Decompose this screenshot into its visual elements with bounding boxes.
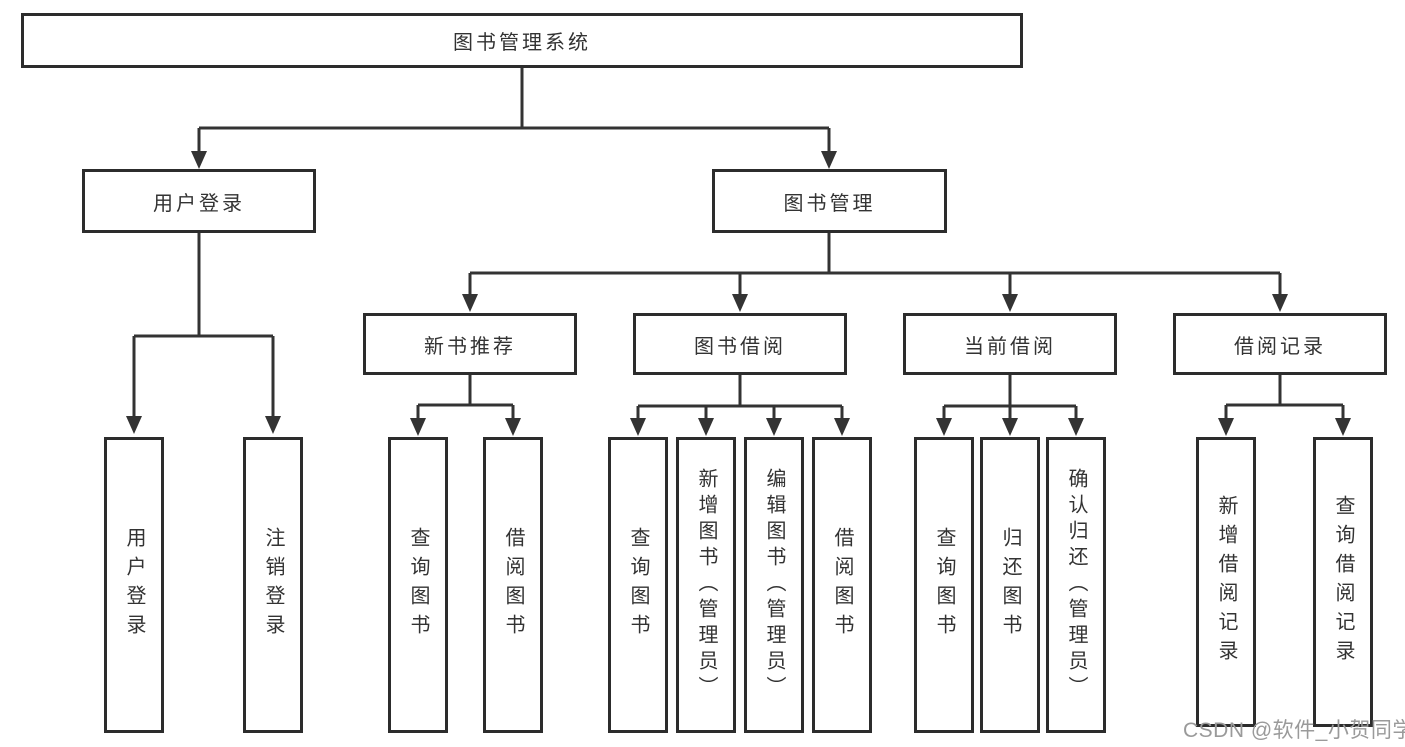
leaf-query-books-borrowing-label: 查询图书	[627, 527, 649, 643]
leaf-query-borrow-record-label: 查询借阅记录	[1332, 495, 1354, 669]
node-new-book-recommend-label: 新书推荐	[424, 335, 516, 358]
leaf-borrow-books-borrowing: 借阅图书	[812, 437, 872, 733]
leaf-query-books-recommend: 查询图书	[388, 437, 448, 733]
leaf-borrow-books-recommend: 借阅图书	[483, 437, 543, 733]
leaf-query-books-current: 查询图书	[914, 437, 974, 733]
leaf-borrow-books-borrowing-label: 借阅图书	[831, 527, 853, 643]
leaf-edit-books-admin-label: 编辑图书（管理员）	[763, 468, 785, 702]
leaf-return-books-label: 归还图书	[999, 527, 1021, 643]
csdn-watermark: CSDN @软件_小贺同学	[1183, 719, 1405, 742]
node-book-borrowing-label: 图书借阅	[694, 335, 786, 358]
leaf-return-books: 归还图书	[980, 437, 1040, 733]
leaf-user-login-label: 用户登录	[123, 527, 145, 643]
node-borrowing-records: 借阅记录	[1173, 313, 1387, 375]
leaf-query-books-recommend-label: 查询图书	[407, 527, 429, 643]
node-user-login: 用户登录	[82, 169, 316, 233]
leaf-confirm-return-admin-label: 确认归还（管理员）	[1065, 468, 1087, 702]
node-root: 图书管理系统	[21, 13, 1023, 68]
node-book-management: 图书管理	[712, 169, 947, 233]
node-current-borrowing-label: 当前借阅	[964, 335, 1056, 358]
node-current-borrowing: 当前借阅	[903, 313, 1117, 375]
leaf-edit-books-admin: 编辑图书（管理员）	[744, 437, 804, 733]
node-root-label: 图书管理系统	[453, 32, 591, 54]
leaf-add-borrow-record: 新增借阅记录	[1196, 437, 1256, 727]
node-book-borrowing: 图书借阅	[633, 313, 847, 375]
leaf-borrow-books-recommend-label: 借阅图书	[502, 527, 524, 643]
leaf-query-borrow-record: 查询借阅记录	[1313, 437, 1373, 727]
node-borrowing-records-label: 借阅记录	[1234, 335, 1326, 358]
leaf-query-books-current-label: 查询图书	[933, 527, 955, 643]
node-user-login-label: 用户登录	[153, 192, 245, 215]
leaf-logout-label: 注销登录	[262, 527, 284, 643]
leaf-query-books-borrowing: 查询图书	[608, 437, 668, 733]
leaf-user-login: 用户登录	[104, 437, 164, 733]
leaf-add-borrow-record-label: 新增借阅记录	[1215, 495, 1237, 669]
leaf-add-books-admin: 新增图书（管理员）	[676, 437, 736, 733]
leaf-logout: 注销登录	[243, 437, 303, 733]
leaf-add-books-admin-label: 新增图书（管理员）	[695, 468, 717, 702]
node-new-book-recommend: 新书推荐	[363, 313, 577, 375]
leaf-confirm-return-admin: 确认归还（管理员）	[1046, 437, 1106, 733]
node-book-management-label: 图书管理	[783, 192, 876, 215]
